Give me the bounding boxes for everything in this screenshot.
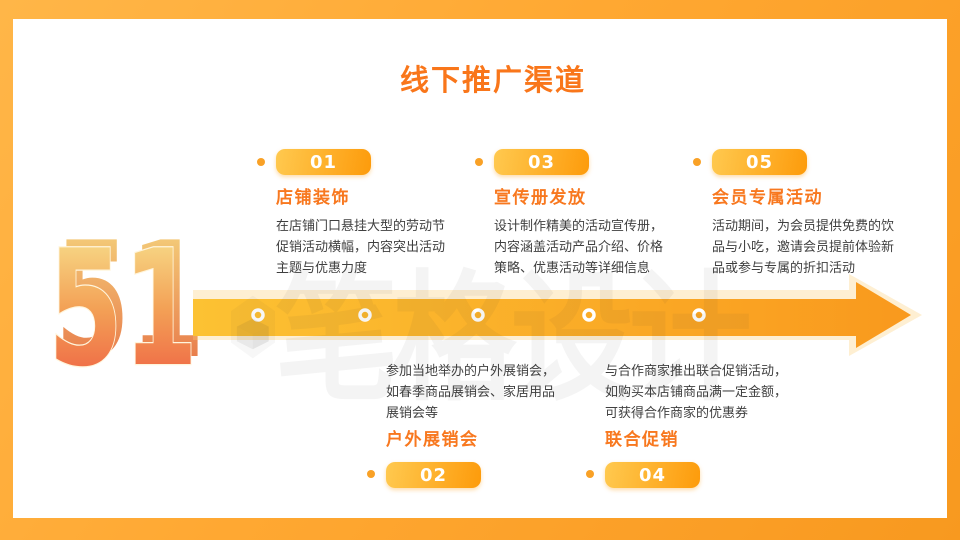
item-description: 与合作商家推出联合促销活动，如购买本店铺商品满一定金额，可获得合作商家的优惠券 — [605, 364, 788, 421]
bullet-dot — [367, 470, 375, 478]
step-badge-05: 05 — [712, 149, 807, 175]
bullet-dot — [693, 158, 701, 166]
page-title: 线下推广渠道 — [399, 63, 586, 97]
item-heading: 会员专属活动 — [712, 188, 823, 208]
arrow-node-dot-5 — [692, 308, 706, 322]
item-description: 活动期间，为会员提供免费的饮品与小吃，邀请会员提前体验新品或参与专属的折扣活动 — [712, 219, 895, 276]
big-51-graphic: 51 51 — [47, 231, 203, 376]
timeline-arrow — [193, 274, 922, 356]
step-badge-02: 02 — [386, 462, 481, 488]
arrow-node-dot-2 — [358, 308, 372, 322]
step-badge-04: 04 — [605, 462, 700, 488]
item-description: 参加当地举办的户外展销会，如春季商品展销会、家居用品展销会等 — [386, 364, 556, 421]
item-heading: 宣传册发放 — [494, 188, 587, 208]
item-heading: 户外展销会 — [386, 430, 479, 450]
timeline-item-01: 01 店铺装饰 在店铺门口悬挂大型的劳动节促销活动横幅，内容突出活动主题与优惠力… — [257, 149, 454, 279]
item-description: 在店铺门口悬挂大型的劳动节促销活动横幅，内容突出活动主题与优惠力度 — [276, 219, 446, 276]
timeline-item-03: 03 宣传册发放 设计制作精美的活动宣传册，内容涵盖活动产品介绍、价格策略、优惠… — [475, 149, 672, 279]
item-heading: 店铺装饰 — [276, 188, 350, 208]
timeline-item-05: 05 会员专属活动 活动期间，为会员提供免费的饮品与小吃，邀请会员提前体验新品或… — [693, 149, 902, 279]
timeline-item-02: 参加当地举办的户外展销会，如春季商品展销会、家居用品展销会等 户外展销会 02 — [367, 361, 564, 488]
step-badge-03: 03 — [494, 149, 589, 175]
arrow-node-dot-4 — [582, 308, 596, 322]
big-51-number: 51 — [48, 231, 198, 376]
step-badge-01: 01 — [276, 149, 371, 175]
arrow-node-dot-1 — [251, 308, 265, 322]
bullet-dot — [475, 158, 483, 166]
big-51-extrude: 51 — [55, 231, 203, 376]
slide-canvas: 线下推广渠道 51 51 — [13, 19, 947, 518]
timeline-item-04: 与合作商家推出联合促销活动，如购买本店铺商品满一定金额，可获得合作商家的优惠券 … — [586, 361, 795, 488]
item-description: 设计制作精美的活动宣传册，内容涵盖活动产品介绍、价格策略、优惠活动等详细信息 — [494, 219, 664, 276]
bullet-dot — [257, 158, 265, 166]
arrow-shape — [193, 282, 911, 348]
item-heading: 联合促销 — [605, 430, 679, 450]
bullet-dot — [586, 470, 594, 478]
arrow-node-dot-3 — [471, 308, 485, 322]
